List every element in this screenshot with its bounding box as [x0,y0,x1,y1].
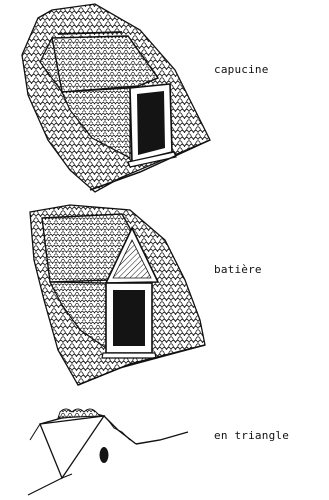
batiere-window-opening [113,290,145,346]
triangle-ridge-tiles [58,409,100,418]
triangle-dormer-outline [40,416,104,478]
batiere-window-sill [102,353,156,358]
triangle-wall-line [28,474,72,495]
triangle-roof-edge-left [30,424,40,440]
triangle-roof-slope-right [104,416,136,444]
triangle-oculus-window [100,447,109,463]
capucine-window-opening [137,91,165,155]
label-batiere: batière [214,264,262,276]
label-en-triangle: en triangle [214,430,289,442]
triangle-eave [136,432,188,444]
triangle-dormer-illustration [28,409,188,495]
label-capucine: capucine [214,64,269,76]
batiere-dormer-illustration [30,205,205,385]
capucine-dormer-illustration [22,4,210,192]
